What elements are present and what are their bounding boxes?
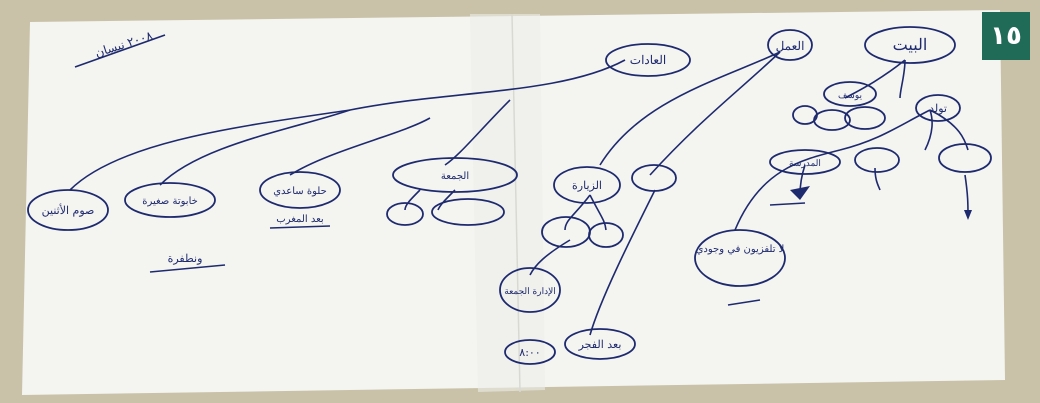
node-sweets-text: حلوة ساعدي (273, 186, 327, 197)
node-work-sub-bubble (631, 164, 677, 192)
bubbles (27, 26, 992, 365)
node-afternight-text: بعد الفجر (578, 338, 622, 351)
node-eight-bubble (504, 339, 556, 365)
node-home-text: البيت (893, 35, 928, 54)
node-children-bubble (915, 94, 961, 122)
node-mornings-bubble (553, 166, 621, 204)
node-sept-bubble (588, 222, 624, 248)
underlines (74, 34, 806, 306)
check-mark (790, 186, 810, 200)
node-school-text: المدرسة (789, 159, 821, 169)
fold-crease (511, 13, 521, 393)
node-afternight-bubble (564, 328, 636, 360)
node-people-bubble (431, 198, 505, 226)
node-bread-bubble (124, 182, 216, 218)
node-sweets-bubble (259, 171, 341, 209)
node-sweets-sub-text: بعد المغرب (276, 214, 323, 225)
node-small3-bubble (792, 105, 818, 125)
node-children-text: تولد (929, 102, 947, 115)
paper-fold (470, 14, 545, 392)
node-eight-text: ٨:٠٠ (519, 346, 540, 359)
node-thursday-bubble (499, 267, 561, 313)
node-school-bubble (769, 149, 841, 175)
node-work-text: العمل (776, 39, 805, 53)
node-work-bubble (767, 29, 813, 61)
page-number-badge: ١٥ (982, 12, 1030, 60)
node-yousef-text: يوسف (838, 91, 863, 101)
node-habits-text: العادات (630, 53, 666, 67)
node-elemental-bubble (854, 147, 900, 173)
node-home-bubble (864, 26, 956, 64)
node-bread-sub-text: ونطفرة (168, 252, 203, 265)
node-small4-bubble (386, 202, 424, 226)
node-friday-text: الجمعة (441, 171, 469, 182)
node-lastweek-bubble (27, 189, 109, 231)
node-tv-bubble (694, 229, 786, 287)
node-lastweek-text: صوم الأثنين (42, 203, 95, 217)
node-mornings-text: الزيارة (572, 179, 602, 192)
node-small1-bubble (844, 106, 886, 130)
node-guest-bubble (938, 143, 992, 173)
node-yousef-bubble (823, 81, 877, 107)
arrow-head (964, 210, 972, 220)
node-friday-bubble (392, 157, 518, 193)
node-bread-text: خابوتة صغيرة (142, 196, 198, 207)
node-habits-bubble (605, 43, 691, 77)
node-tv-text: لا تلفزيون في وجودي (696, 244, 785, 255)
node-thursday-text: الإدارة الجمعة (504, 287, 556, 297)
